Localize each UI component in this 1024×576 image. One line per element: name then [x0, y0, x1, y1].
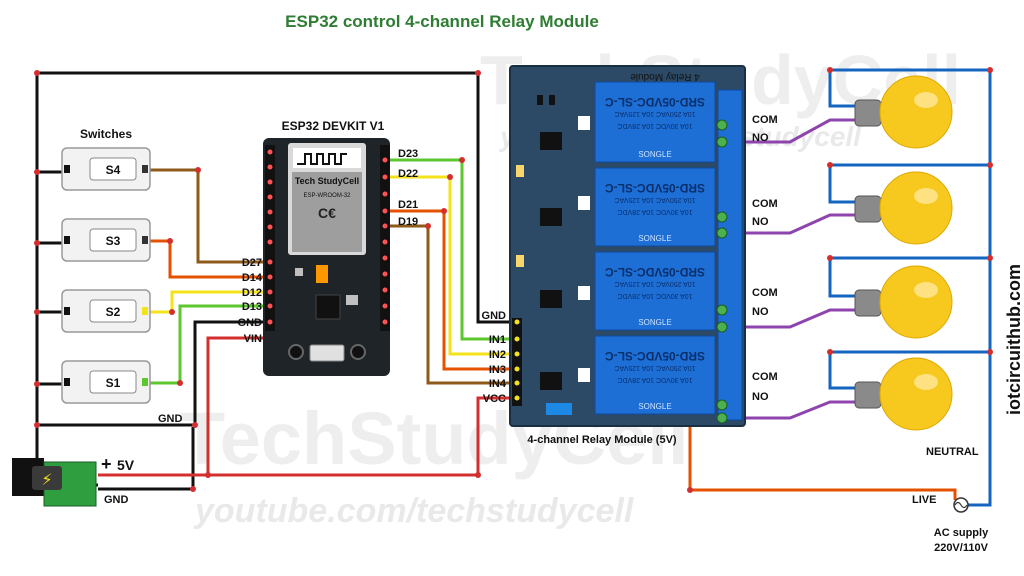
pin-label-d22: D22 — [398, 168, 418, 180]
power-bolt-icon: ⚡ — [41, 470, 52, 489]
pin-label-d13: D13 — [242, 301, 262, 313]
switch-wires — [148, 168, 265, 385]
relay-1-no-label: NO — [752, 132, 769, 144]
relay-input-in2: IN2 — [489, 349, 506, 361]
relay-1-rating-1: 10A 250VAC 10A 125VAC — [614, 110, 695, 117]
relay-1-brand: SONGLE — [638, 150, 671, 159]
bulb-2 — [854, 171, 953, 245]
pin-label-d27: D27 — [242, 257, 262, 269]
relay-input-pin-dots — [514, 319, 520, 401]
relay-output-labels: COM NO COM NO COM NO COM NO — [752, 114, 778, 403]
bulb-1 — [854, 75, 953, 149]
esp32-left-pin-dots — [267, 149, 273, 325]
switch-label-s3: S3 — [106, 234, 121, 248]
relay-1: SRD-05VDC-SL-C 10A 250VAC 10A 125VAC 10A… — [594, 81, 716, 163]
esp32-title: ESP32 DEVKIT V1 — [282, 119, 385, 133]
relay-3-no-label: NO — [752, 306, 769, 318]
relay-2: SRD-05VDC-SL-C 10A 250VAC 10A 125VAC 10A… — [594, 167, 716, 247]
signal-wires — [390, 158, 510, 385]
pin-label-gnd: GND — [238, 317, 263, 329]
esp32-left-pin-labels: D27 D14 D12 D13 GND VIN — [238, 257, 263, 345]
relay-2-brand: SONGLE — [638, 234, 671, 243]
gnd-wire-label: GND — [158, 413, 183, 425]
relay-2-rating-1: 10A 250VAC 10A 125VAC — [614, 196, 695, 203]
relay-input-labels: GND IN1 IN2 IN3 IN4 VCC — [482, 310, 507, 405]
power-jack: ⚡ — [12, 458, 97, 507]
switch-s4[interactable]: S4 — [61, 147, 151, 191]
esp32-right-pin-dots — [382, 157, 388, 325]
switch-s3[interactable]: S3 — [61, 218, 151, 262]
bulb-3 — [854, 265, 953, 339]
relay-module-caption: 4-channel Relay Module (5V) — [527, 434, 676, 446]
pin-label-d19: D19 — [398, 216, 418, 228]
relay-3-brand: SONGLE — [638, 318, 671, 327]
relay-3-rating-2: 10A 30VDC 10A 28VDC — [617, 292, 692, 299]
bulb-4 — [854, 357, 953, 431]
relay-4-no-label: NO — [752, 391, 769, 403]
relay-1-rating-2: 10A 30VDC 10A 28VDC — [617, 122, 692, 129]
relay-input-gnd: GND — [482, 310, 507, 322]
relay-2-com-label: COM — [752, 198, 778, 210]
switch-label-s1: S1 — [106, 376, 121, 390]
relay-2-rating-2: 10A 30VDC 10A 28VDC — [617, 208, 692, 215]
pin-label-d14: D14 — [242, 272, 263, 284]
ac-supply: NEUTRAL LIVE AC supply 220V/110V — [912, 446, 989, 554]
relay-input-in1: IN1 — [489, 334, 506, 346]
vcc-wire — [98, 336, 510, 477]
relay-3-rating-1: 10A 250VAC 10A 125VAC — [614, 280, 695, 287]
power-voltage-label: 5V — [117, 457, 135, 473]
relay-4-rating-2: 10A 30VDC 10A 28VDC — [617, 376, 692, 383]
relay-2-no-label: NO — [752, 216, 769, 228]
ac-supply-line2: 220V/110V — [934, 542, 988, 554]
ac-supply-line1: AC supply — [934, 527, 989, 539]
pin-label-d12: D12 — [242, 287, 262, 299]
ac-live-label: LIVE — [912, 494, 936, 506]
esp32-module-brand: Tech StudyCell — [295, 176, 359, 186]
esp32-module-name: ESP-WROOM-32 — [303, 193, 351, 199]
power-plus-sign: + — [101, 454, 112, 474]
switch-s2[interactable]: S2 — [61, 289, 151, 333]
relay-input-vcc: VCC — [483, 393, 506, 405]
pin-label-d23: D23 — [398, 148, 418, 160]
ce-mark-icon: C€ — [318, 205, 336, 221]
junction-dots — [34, 67, 993, 493]
esp32-right-pin-labels: D23 D22 D21 D19 — [398, 148, 418, 228]
ac-neutral-label: NEUTRAL — [926, 446, 979, 458]
relay-4-model: SRD-05VDC-SL-C — [605, 349, 705, 363]
relay-board-title: 4 Relay Module — [630, 71, 700, 82]
relay-4-com-label: COM — [752, 371, 778, 383]
relay-4-brand: SONGLE — [638, 402, 671, 411]
switch-label-s2: S2 — [106, 305, 121, 319]
pin-label-vin: VIN — [244, 333, 262, 345]
switches-heading: Switches — [80, 127, 132, 141]
switch-s1[interactable]: S1 — [61, 360, 151, 404]
diagram-title: ESP32 control 4-channel Relay Module — [285, 12, 599, 31]
relay-1-model: SRD-05VDC-SL-C — [605, 95, 705, 109]
relay-4-rating-1: 10A 250VAC 10A 125VAC — [614, 364, 695, 371]
power-gnd-label: GND — [104, 494, 129, 506]
relay-3-model: SRD-05VDC-SL-C — [605, 265, 705, 279]
side-website-text: iotcircuithub.com — [1004, 264, 1024, 415]
relay-3-com-label: COM — [752, 287, 778, 299]
relay-2-model: SRD-05VDC-SL-C — [605, 181, 705, 195]
relay-3: SRD-05VDC-SL-C 10A 250VAC 10A 125VAC 10A… — [594, 251, 716, 331]
esp32-board: Tech StudyCell ESP-WROOM-32 C€ — [263, 138, 390, 376]
switch-label-s4: S4 — [106, 163, 121, 177]
relay-input-in3: IN3 — [489, 364, 506, 376]
watermark-url-bottom: youtube.com/techstudycell — [193, 492, 635, 530]
relay-input-in4: IN4 — [489, 378, 507, 390]
relay-4: SRD-05VDC-SL-C 10A 250VAC 10A 125VAC 10A… — [594, 335, 716, 415]
pin-label-d21: D21 — [398, 199, 418, 211]
relay-1-com-label: COM — [752, 114, 778, 126]
